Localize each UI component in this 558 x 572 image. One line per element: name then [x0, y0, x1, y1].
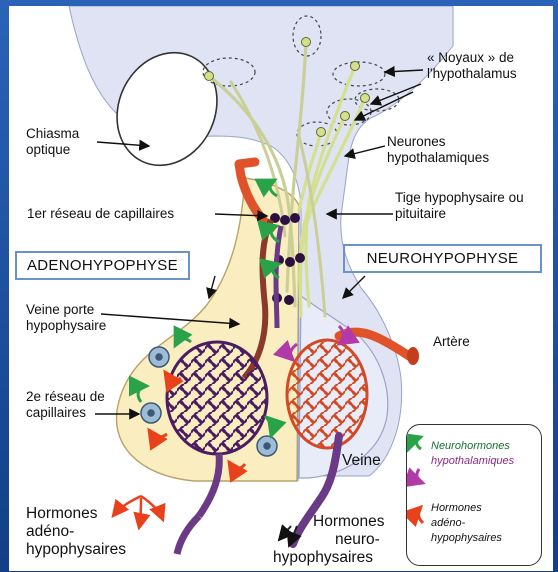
legend-hormones-line3: hypophysaires — [431, 531, 502, 545]
label-tige-line1: Tige hypophysaire ou — [395, 190, 524, 206]
adenohypophyse-box: ADENOHYPOPHYSE — [15, 251, 190, 280]
neurohypophysis-capillaries — [287, 340, 367, 448]
label-noyaux-line1: « Noyaux » de — [427, 50, 517, 66]
label-reseau2-line2: capillaires — [26, 405, 105, 421]
label-noyaux-line2: l'hypothalamus — [427, 66, 517, 82]
label-tige: Tige hypophysaire ou pituitaire — [395, 190, 524, 222]
label-reseau2-line1: 2e réseau de — [26, 389, 105, 405]
label-hormones-neuro-line3: hypophysaires — [273, 549, 385, 567]
label-hormones-neuro-line2: neuro- — [307, 531, 385, 549]
label-tige-line2: pituitaire — [395, 206, 524, 222]
label-reseau2: 2e réseau de capillaires — [26, 389, 105, 421]
label-artere: Artère — [433, 334, 470, 350]
legend-green-arrow-icon — [417, 437, 422, 449]
label-veine-porte-line2: hypophysaire — [26, 318, 106, 334]
legend-hormones-line2: adéno- — [431, 516, 465, 530]
label-veine: Veine — [342, 452, 381, 470]
label-hormones-adeno: Hormones adéno- hypophysaires — [26, 505, 126, 559]
legend-box: Neurohormones hypothalamiques Hormones a… — [406, 424, 542, 566]
label-neurones: Neurones hypothalamiques — [387, 134, 489, 166]
legend-purple-arrow-icon — [417, 469, 423, 483]
label-hormones-neuro-line1: Hormones — [307, 513, 385, 531]
label-hormones-neuro: Hormones neuro- hypophysaires — [307, 513, 385, 567]
label-neurones-line1: Neurones — [387, 134, 489, 150]
label-neurones-line2: hypothalamiques — [387, 150, 489, 166]
label-veine-porte-line1: Veine porte — [26, 302, 106, 318]
legend-red-arrow-icon — [418, 507, 423, 523]
legend-neurohormones-line2: hypothalamiques — [431, 454, 514, 468]
label-chiasma-line2: optique — [26, 142, 79, 158]
label-chiasma-line1: Chiasma — [26, 126, 79, 142]
legend-neurohormones-line1: Neurohormones — [431, 439, 510, 453]
label-reseau1: 1er réseau de capillaires — [27, 206, 174, 222]
diagram-canvas: « Noyaux » de l'hypothalamus Chiasma opt… — [9, 6, 553, 571]
label-hormones-adeno-line3: hypophysaires — [26, 541, 126, 559]
neurohypophyse-box: NEUROHYPOPHYSE — [343, 244, 542, 273]
label-veine-porte: Veine porte hypophysaire — [26, 302, 106, 334]
label-noyaux: « Noyaux » de l'hypothalamus — [427, 50, 517, 82]
secondary-capillary-network — [167, 342, 267, 454]
label-hormones-adeno-line1: Hormones — [26, 505, 126, 523]
label-hormones-adeno-line2: adéno- — [26, 523, 126, 541]
legend-hormones-line1: Hormones — [431, 501, 482, 515]
label-chiasma: Chiasma optique — [26, 126, 79, 158]
